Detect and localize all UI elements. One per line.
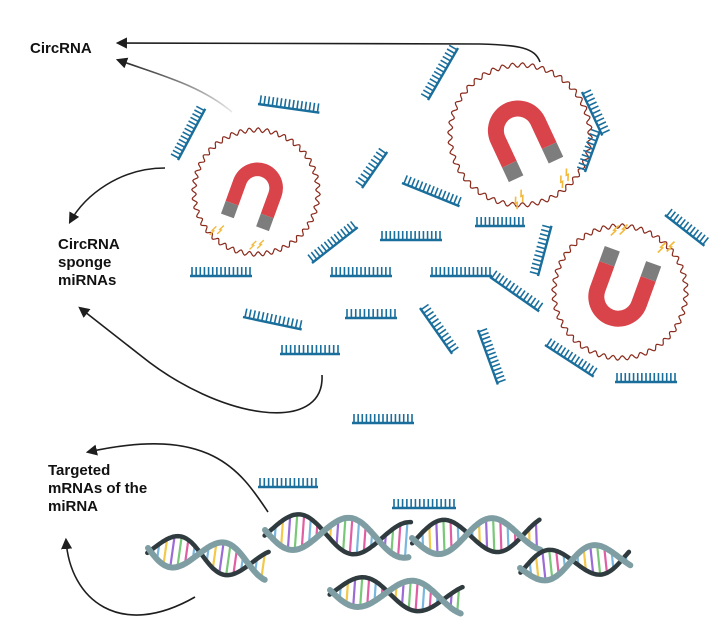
mirna-strand xyxy=(615,373,677,384)
circle-left xyxy=(191,127,321,257)
circrna-label: CircRNA xyxy=(30,40,92,57)
mirna-strand xyxy=(280,345,340,356)
arrows xyxy=(61,37,541,616)
arrow-circle-left-to-circrna xyxy=(115,57,233,113)
helix-5 xyxy=(327,575,465,617)
mirna-strand xyxy=(380,231,442,242)
mirna-strand xyxy=(476,328,506,385)
mirna-strand xyxy=(475,217,525,228)
helix-3 xyxy=(409,515,544,558)
circle-top xyxy=(447,62,593,210)
mirna-strand xyxy=(242,308,303,331)
mirna-strand xyxy=(392,499,456,510)
magnet-icon xyxy=(209,162,283,250)
mrna-helices xyxy=(145,512,634,617)
mirna-strand xyxy=(419,303,459,355)
circrna-circles xyxy=(191,62,689,361)
mirna-strands xyxy=(170,44,709,510)
mirna-strand xyxy=(664,208,709,247)
mirna-strand xyxy=(576,128,602,173)
mirna-strand xyxy=(355,147,389,189)
mirna-strand xyxy=(257,95,320,114)
mirna-strand xyxy=(170,105,207,161)
magnet-icon xyxy=(588,223,676,327)
mirna-strand xyxy=(489,270,544,313)
mirna-strand xyxy=(430,267,492,278)
mirna-strand xyxy=(345,309,397,320)
sponge-mirnas-label: CircRNA sponge miRNAs xyxy=(58,236,120,289)
arrow-mirna-to-sponge xyxy=(78,306,323,414)
mirna-strand xyxy=(401,175,462,208)
mirna-strand xyxy=(258,478,318,489)
arrow-mrna-to-targeted xyxy=(85,443,269,513)
mirna-strand xyxy=(580,89,610,137)
targeted-mrnas-label: Targeted mRNAs of the miRNA xyxy=(48,462,148,515)
mirna-strand xyxy=(544,338,598,378)
mirna-strand xyxy=(529,224,553,277)
helix-4 xyxy=(517,542,634,584)
circle-right xyxy=(551,223,689,361)
helix-2 xyxy=(262,512,414,561)
arrow-circle-top-to-circrna xyxy=(115,37,541,63)
mirna-strand xyxy=(307,220,359,264)
arrow-helix-to-targeted xyxy=(61,537,196,616)
arrow-circle-to-sponge xyxy=(68,167,166,224)
mirna-strand xyxy=(330,267,392,278)
helix-1 xyxy=(145,533,271,583)
mirna-strand xyxy=(352,414,414,425)
magnet-icon xyxy=(487,100,569,210)
mirna-strand xyxy=(190,267,252,278)
mirna-strand xyxy=(420,44,460,101)
